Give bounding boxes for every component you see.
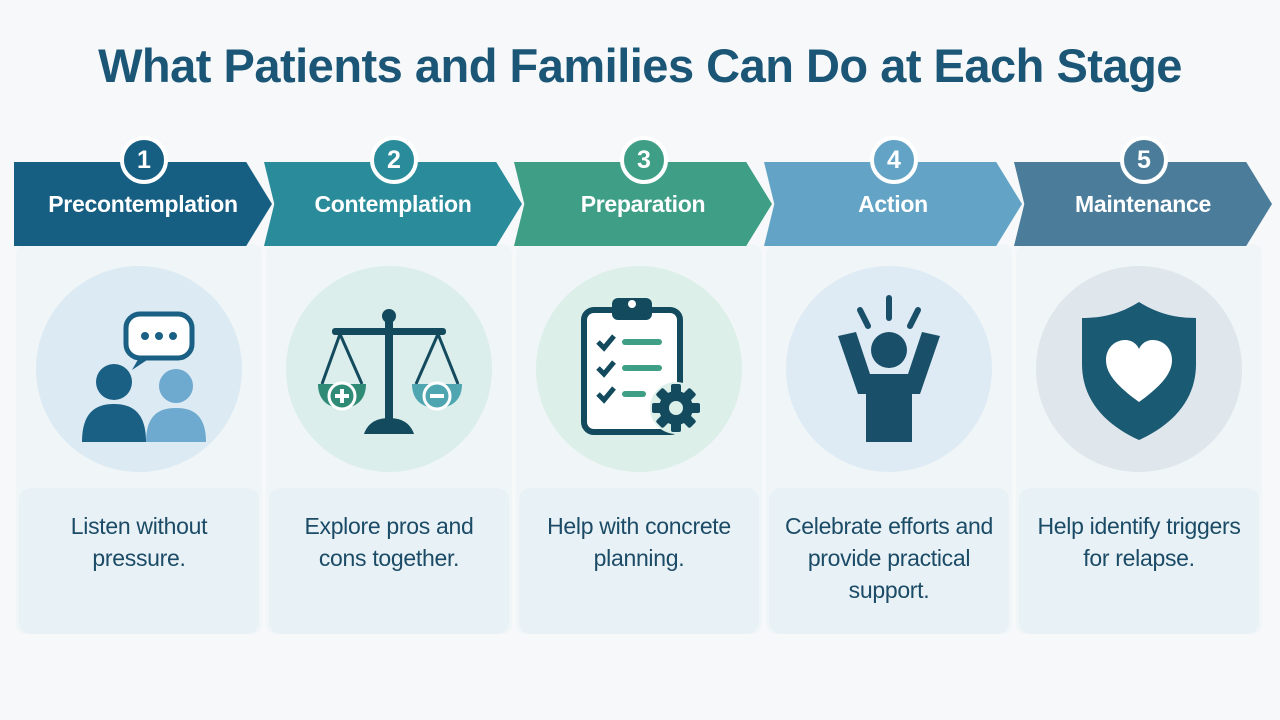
balance-scale-icon	[318, 309, 462, 434]
stage-number-badge: 4	[870, 136, 918, 184]
icon-circle	[536, 266, 742, 472]
celebrating-person-icon	[838, 295, 940, 442]
stage-name: Contemplation	[314, 190, 472, 217]
icon-circle	[786, 266, 992, 472]
stage-tip: Help with concrete planning.	[547, 513, 731, 571]
stage-maintenance: Maintenance 5 Help identify triggers for…	[1014, 136, 1272, 640]
page-title: What Patients and Families Can Do at Eac…	[98, 39, 1182, 92]
stage-precontemplation: Precontemplation 1 Listen without pressu…	[14, 136, 272, 640]
conversation-icon	[82, 311, 206, 442]
checklist-gear-icon	[581, 298, 702, 435]
shield-heart-icon	[1082, 302, 1196, 440]
tip-box: Celebrate efforts and provide practical …	[769, 488, 1009, 634]
stage-number-badge: 2	[370, 136, 418, 184]
tip-box: Help identify triggers for relapse.	[1019, 488, 1259, 634]
stage-name: Precontemplation	[48, 190, 238, 217]
stage-preparation: Preparation 3 Help with concrete plan	[514, 136, 772, 640]
stage-action: Action 4 Celebrate efforts and provide p…	[764, 136, 1022, 640]
tip-box: Listen without pressure.	[19, 488, 259, 634]
stage-tip: Explore pros and cons together.	[304, 513, 474, 571]
stage-number-badge: 1	[120, 136, 168, 184]
icon-circle	[36, 266, 242, 472]
stage-name: Preparation	[580, 190, 706, 217]
stage-name: Maintenance	[1074, 190, 1211, 217]
stage-contemplation: Contemplation 2 Explore pros and cons to…	[264, 136, 522, 640]
stage-name: Action	[858, 190, 928, 217]
tip-box: Help with concrete planning.	[519, 488, 759, 634]
stage-number-badge: 5	[1120, 136, 1168, 184]
stage-tip: Celebrate efforts and provide practical …	[784, 513, 994, 603]
stage-tip: Help identify triggers for relapse.	[1037, 513, 1241, 571]
stage-tip: Listen without pressure.	[70, 513, 208, 571]
tip-box: Explore pros and cons together.	[269, 488, 509, 634]
icon-circle	[1036, 266, 1242, 472]
icon-circle	[286, 266, 492, 472]
stage-number-badge: 3	[620, 136, 668, 184]
